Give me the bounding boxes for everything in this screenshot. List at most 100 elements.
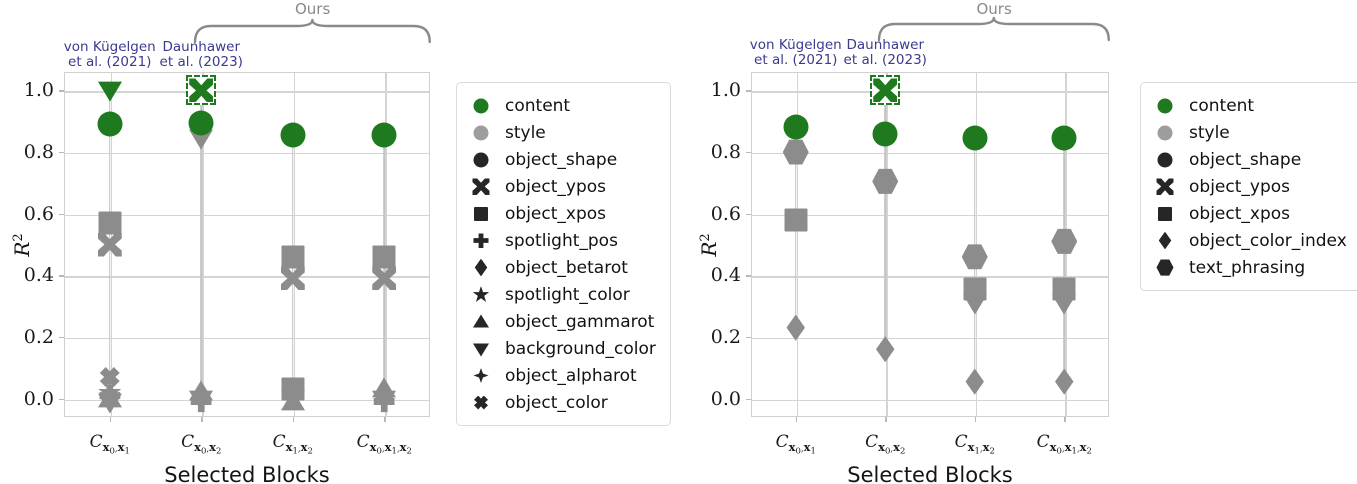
legend-item-object_xpos[interactable]: object_xpos (1151, 200, 1347, 227)
legend-label: spotlight_pos (505, 230, 618, 251)
data-point-object_color_index (786, 314, 805, 341)
citation-line: von Kügelgen (749, 37, 842, 53)
gridline-horizontal (65, 337, 429, 340)
data-point-object_xpos (98, 211, 122, 235)
legend-marker-circle-icon (467, 146, 501, 173)
x-tick-label: Cx0,x2 (181, 432, 222, 457)
y-tick-mark (746, 398, 751, 400)
marker-square (1158, 206, 1172, 221)
legend-label: object_color (505, 392, 608, 413)
x-tick-label: Cx0,x2 (865, 432, 906, 457)
legend-item-object_shape[interactable]: object_shape (467, 146, 656, 173)
y-tick-mark (59, 213, 64, 216)
legend-label: spotlight_color (505, 284, 630, 305)
legend-item-spotlight_pos[interactable]: spotlight_pos (467, 227, 656, 254)
legend-item-object_alpharot[interactable]: object_alpharot (467, 362, 656, 389)
legend-item-object_ypos[interactable]: object_ypos (467, 173, 656, 200)
y-tick-mark (59, 275, 64, 277)
legend-marker-tri-down-icon (467, 335, 501, 362)
plot-area (64, 72, 430, 417)
gridline-vertical (385, 73, 387, 416)
legend-marker-square-icon (1151, 200, 1185, 227)
legend-item-content[interactable]: content (1151, 92, 1347, 119)
data-point-background_color (189, 129, 214, 150)
legend-item-text_phrasing[interactable]: text_phrasing (1151, 254, 1347, 281)
ours-label: Ours (976, 0, 1012, 18)
marker-plus (473, 233, 489, 248)
legend-label: style (1189, 122, 1230, 143)
legend-item-spotlight_color[interactable]: spotlight_color (467, 281, 656, 308)
y-tick-mark (59, 336, 64, 339)
y-tick-label: 0.6 (710, 202, 741, 225)
y-axis-title: R2 (10, 232, 34, 257)
legend-item-object_xpos[interactable]: object_xpos (467, 200, 656, 227)
legend-label: object_gammarot (505, 311, 655, 332)
y-tick-label: 0.8 (710, 141, 741, 164)
y-tick-label: 1.0 (23, 79, 54, 102)
x-tick-mark (109, 417, 112, 422)
ours-label: Ours (294, 0, 331, 18)
legend-label: object_xpos (505, 203, 606, 224)
data-point-content (371, 122, 397, 148)
y-tick-mark (746, 152, 751, 154)
citation-line: Daunhawer (162, 39, 241, 55)
legend-label: object_betarot (505, 257, 628, 278)
marker-stem (884, 90, 887, 350)
marker-x4 (473, 368, 489, 383)
y-tick-mark (59, 398, 64, 400)
gridline-horizontal (752, 337, 1108, 340)
x-tick-label: Cx1,x2 (272, 432, 313, 457)
legend-marker-square-icon (467, 200, 501, 227)
data-point-object_color (99, 366, 120, 387)
citation-line: et al. (2023) (159, 54, 243, 71)
legend-item-style[interactable]: style (1151, 119, 1347, 146)
legend-item-object_shape[interactable]: object_shape (1151, 146, 1347, 173)
marker-circle (473, 98, 489, 113)
x-tick-mark (384, 417, 386, 422)
data-point-text_phrasing (1051, 228, 1078, 254)
legend-item-content[interactable]: content (467, 92, 656, 119)
marker-circle (473, 152, 489, 167)
citation-line: et al. (2023) (843, 52, 927, 69)
legend-marker-circle-icon (1151, 119, 1185, 146)
legend-item-style[interactable]: style (467, 119, 656, 146)
legend-label: style (505, 122, 546, 143)
legend-label: object_color_index (1189, 230, 1347, 251)
legend-label: content (1189, 95, 1255, 116)
legend-item-object_betarot[interactable]: object_betarot (467, 254, 656, 281)
gridline-horizontal (752, 276, 1108, 278)
y-tick-mark (746, 275, 751, 277)
data-point-content (280, 122, 306, 148)
data-point-object_xpos (372, 245, 396, 269)
y-tick-label: 0.2 (23, 325, 54, 348)
legend-label: object_ypos (1189, 176, 1290, 197)
y-tick-label: 0.0 (23, 387, 54, 410)
data-point-object_shape (1052, 294, 1077, 315)
data-point-background_color (97, 82, 122, 103)
legend-marker-tri-up-icon (467, 308, 501, 335)
legend-item-object_color[interactable]: object_color (467, 389, 656, 416)
plot-area (751, 72, 1109, 417)
x-tick-label: Cx0,x1,x2 (1036, 432, 1092, 457)
legend-item-object_color_index[interactable]: object_color_index (1151, 227, 1347, 254)
data-point-content (783, 114, 809, 140)
legend-item-object_ypos[interactable]: object_ypos (1151, 173, 1347, 200)
gridline-vertical (293, 73, 296, 416)
x-tick-label: Cx0,x1 (89, 432, 130, 457)
gridline-horizontal (65, 91, 429, 93)
legend-marker-circle-icon (467, 119, 501, 146)
marker-x (474, 395, 488, 410)
legend-item-object_gammarot[interactable]: object_gammarot (467, 308, 656, 335)
legend-item-background_color[interactable]: background_color (467, 335, 656, 362)
y-tick-label: 0.0 (710, 387, 741, 410)
gridline-horizontal (65, 153, 429, 155)
data-point-object_betarot (97, 393, 122, 414)
legend-marker-xfat-icon (467, 173, 501, 200)
marker-circle (1157, 152, 1173, 167)
marker-circle (473, 125, 489, 140)
